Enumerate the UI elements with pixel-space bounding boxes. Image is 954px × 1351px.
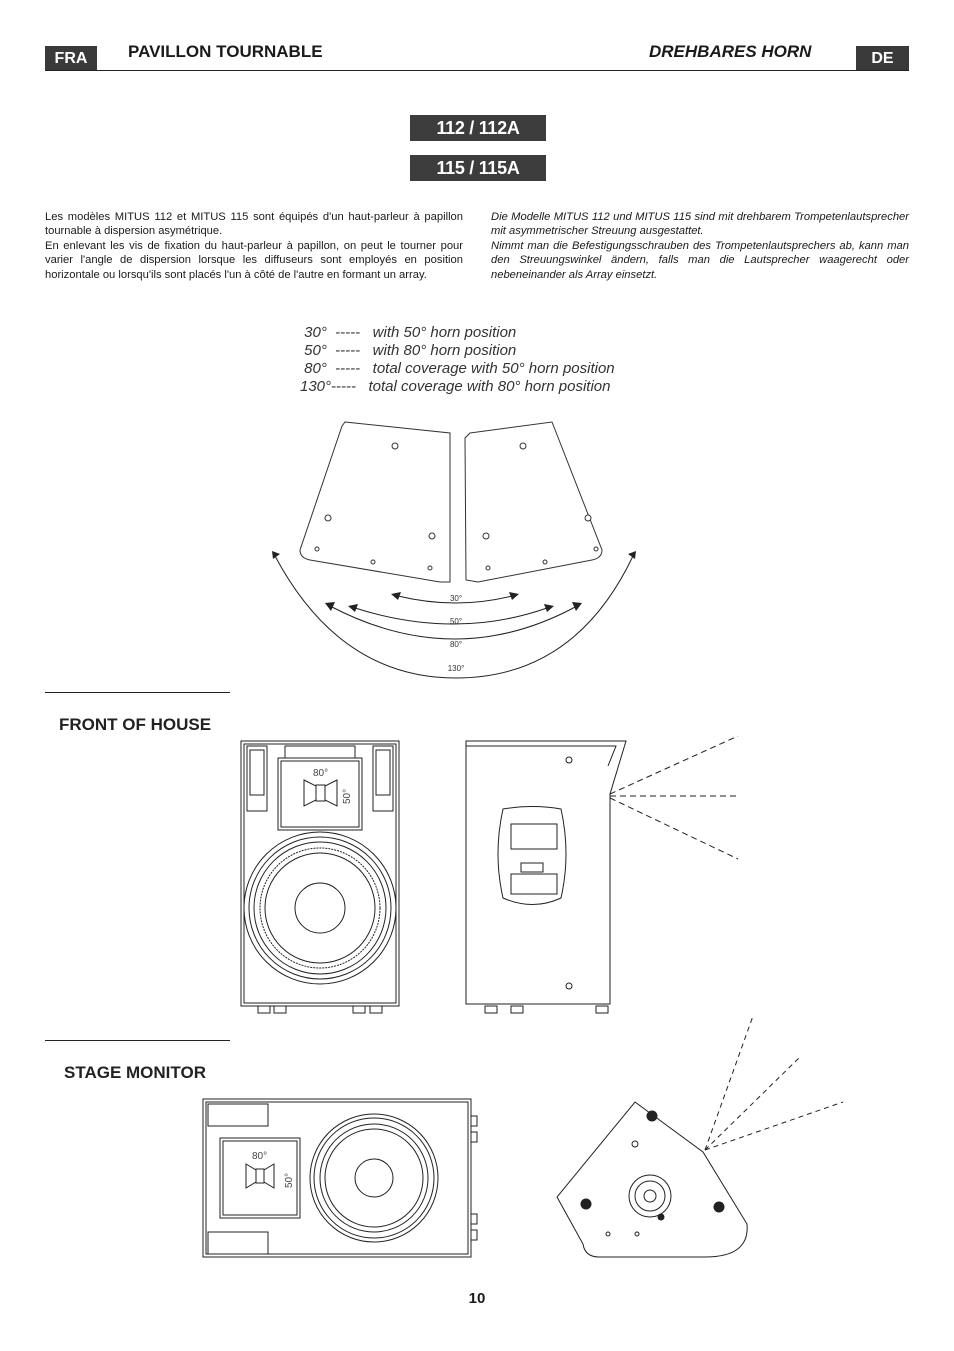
section-rule-stage [45,1040,230,1041]
description-de-paragraph-2: Nimmt man die Befestigungsschrauben des … [491,239,909,281]
section-title-stage-monitor: STAGE MONITOR [64,1063,206,1082]
coverage-line: 50° ----- with 80° horn position [300,342,517,359]
stage-monitor-side-diagram [556,1015,844,1258]
monitor-horn-label-vertical: 50° [284,1173,295,1188]
right-cabinet-outline [464,421,603,583]
description-de: Die Modelle MITUS 112 und MITUS 115 sind… [491,210,909,282]
language-badge-de: DE [856,46,909,71]
monitor-horn-label-horizontal: 80° [252,1151,267,1162]
header-title-fr: PAVILLON TOURNABLE [128,42,323,61]
array-top-view-diagram: 30° 50° 80° 130° [272,421,636,679]
language-badge-fr: FRA [45,46,97,71]
front-view-speaker-diagram: 80° 50° [240,740,400,1014]
side-view-speaker-diagram [465,736,739,1014]
arc-label-80: 80° [450,640,462,649]
left-cabinet-outline [299,421,451,583]
arc-label-130: 130° [448,664,465,673]
section-rule-front [45,692,230,693]
arc-label-30: 30° [450,594,462,603]
stage-monitor-front-diagram: 80° 50° [202,1098,478,1258]
arc-label-50: 50° [450,617,462,626]
description-fr-paragraph-2: En enlevant les vis de fixation du haut-… [45,239,463,281]
front-horn-label-horizontal: 80° [313,768,328,779]
description-fr-paragraph-1: Les modèles MITUS 112 et MITUS 115 sont … [45,211,463,238]
description-fr: Les modèles MITUS 112 et MITUS 115 sont … [45,210,463,282]
coverage-line: 30° ----- with 50° horn position [300,324,517,341]
coverage-legend: 30° ----- with 50° horn position 50° ---… [300,324,615,396]
page-number: 10 [468,1290,486,1307]
front-horn-label-vertical: 50° [342,789,353,804]
model-badge-112: 112 / 112A [410,115,546,141]
coverage-line: 130°----- total coverage with 80° horn p… [300,378,611,395]
header-title-de: DREHBARES HORN [649,42,812,61]
section-title-front-of-house: FRONT OF HOUSE [59,715,212,734]
coverage-line: 80° ----- total coverage with 50° horn p… [300,360,615,377]
header-rule [45,70,909,71]
model-badge-115: 115 / 115A [410,155,546,181]
description-de-paragraph-1: Die Modelle MITUS 112 und MITUS 115 sind… [491,211,909,238]
